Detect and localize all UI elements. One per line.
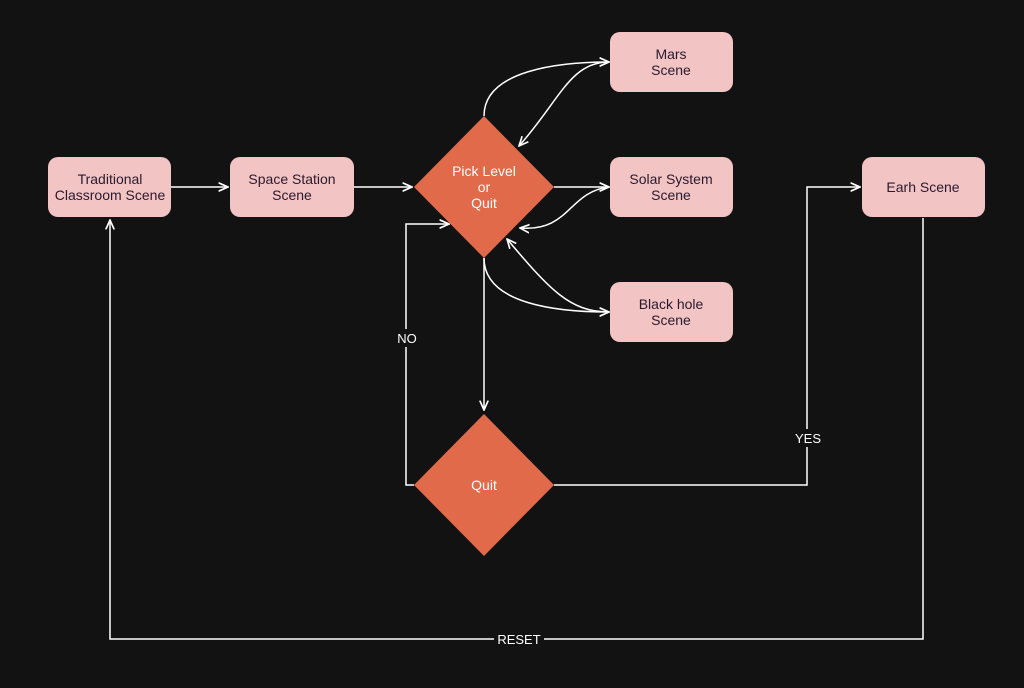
node-classroom[interactable]: Traditional Classroom Scene xyxy=(48,157,171,217)
node-mars[interactable]: Mars Scene xyxy=(610,32,733,92)
edge-pick-level-to-black-hole xyxy=(483,257,609,312)
node-pick-level-line-1: Pick Level xyxy=(452,163,516,179)
edge-label-reset: RESET xyxy=(497,632,540,647)
edge-mars-to-pick-level xyxy=(519,61,610,146)
edge-solar-system-to-pick-level xyxy=(520,186,610,228)
edge-pick-level-to-mars xyxy=(483,62,609,117)
node-quit[interactable]: Quit xyxy=(414,414,554,556)
node-solar-system-line-1: Solar System xyxy=(629,171,712,187)
edges xyxy=(110,61,924,640)
node-space-station[interactable]: Space Station Scene xyxy=(230,157,354,217)
edge-labels: NO YES RESET xyxy=(392,329,824,648)
node-quit-line-1: Quit xyxy=(471,477,497,493)
node-black-hole-line-1: Black hole xyxy=(639,296,704,312)
node-pick-level-line-3: Quit xyxy=(471,195,497,211)
edge-label-yes: YES xyxy=(795,431,821,446)
edge-earth-reset-to-classroom xyxy=(110,218,924,640)
node-mars-line-2: Scene xyxy=(651,62,691,78)
node-solar-system[interactable]: Solar System Scene xyxy=(610,157,733,217)
node-classroom-line-1: Traditional xyxy=(78,171,143,187)
node-earth-line-1: Earh Scene xyxy=(886,179,959,195)
edge-black-hole-to-pick-level xyxy=(507,239,610,313)
node-space-station-line-2: Scene xyxy=(272,187,312,203)
edge-quit-no-to-pick-level xyxy=(405,224,449,486)
node-black-hole[interactable]: Black hole Scene xyxy=(610,282,733,342)
edge-label-no: NO xyxy=(397,331,417,346)
node-black-hole-line-2: Scene xyxy=(651,312,691,328)
node-earth[interactable]: Earh Scene xyxy=(862,157,985,217)
node-classroom-line-2: Classroom Scene xyxy=(55,187,166,203)
edge-quit-yes-to-earth xyxy=(554,187,860,486)
node-solar-system-line-2: Scene xyxy=(651,187,691,203)
node-pick-level[interactable]: Pick Level or Quit xyxy=(414,116,554,258)
node-mars-line-1: Mars xyxy=(655,46,686,62)
node-space-station-line-1: Space Station xyxy=(248,171,335,187)
node-pick-level-line-2: or xyxy=(478,179,491,195)
